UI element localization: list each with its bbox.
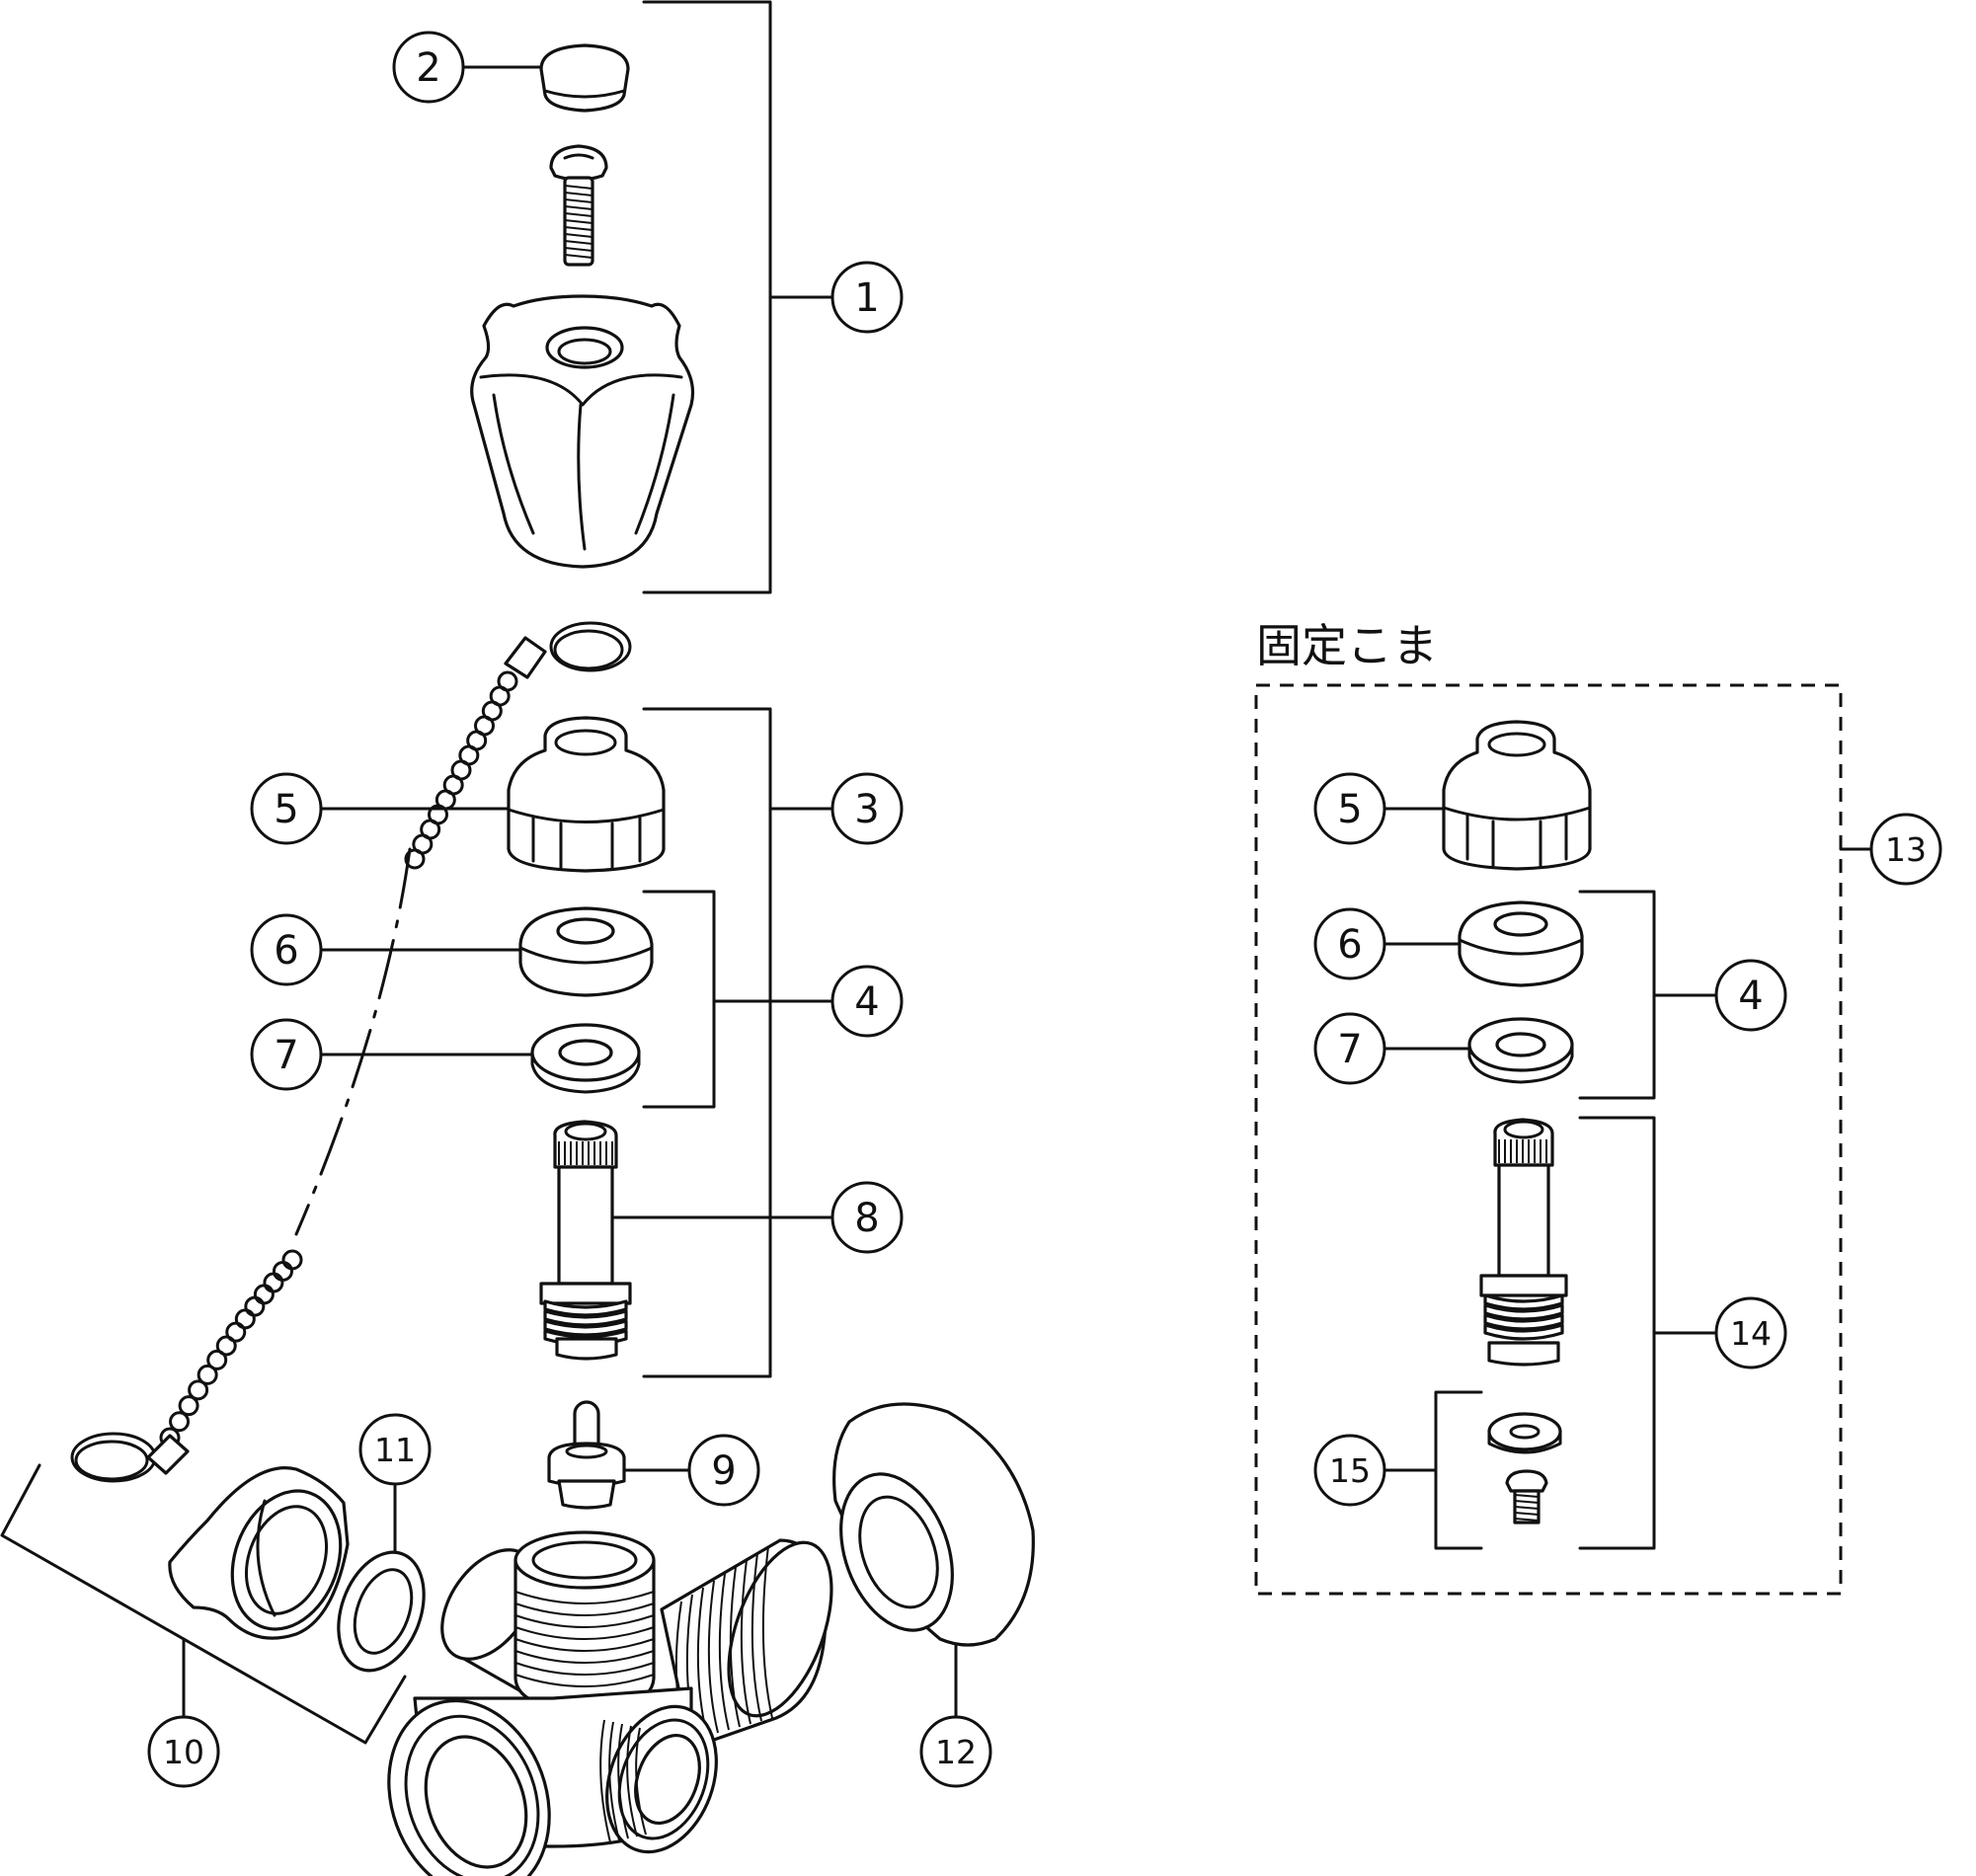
svg-text:7: 7 <box>274 1033 298 1078</box>
callout-3: 3 <box>830 772 904 845</box>
coupling-washer-part <box>337 1550 426 1673</box>
screw-part <box>549 144 608 267</box>
inset-disc-washer-part <box>1487 1412 1562 1454</box>
svg-text:8: 8 <box>854 1196 879 1241</box>
packing-washer-part <box>530 1023 641 1094</box>
callout-6: 6 <box>250 913 323 986</box>
disc-part <box>547 1400 626 1510</box>
inset-gland-part <box>1458 900 1584 987</box>
inset-callout-15: 15 <box>1313 1434 1386 1507</box>
svg-text:4: 4 <box>854 979 879 1025</box>
inset-bracket-14 <box>1578 1116 1656 1550</box>
inset-title: 固定こま <box>1256 619 1438 672</box>
svg-text:2: 2 <box>416 45 440 91</box>
svg-text:13: 13 <box>1885 830 1927 869</box>
svg-text:10: 10 <box>163 1733 204 1771</box>
svg-text:15: 15 <box>1329 1451 1371 1490</box>
callout-9: 9 <box>687 1434 760 1507</box>
escutcheon-part <box>832 1402 1035 1647</box>
callout-8: 8 <box>830 1181 904 1254</box>
bracket-4 <box>642 890 716 1109</box>
svg-text:6: 6 <box>1337 922 1362 968</box>
callout-1: 1 <box>830 261 904 334</box>
inset-callout-5: 5 <box>1313 772 1386 845</box>
svg-text:7: 7 <box>1337 1027 1362 1072</box>
inset-box <box>1254 683 1843 1596</box>
svg-text:5: 5 <box>274 787 298 832</box>
inset-callout-4: 4 <box>1714 959 1787 1032</box>
inset-bracket-4 <box>1578 890 1656 1100</box>
inset-callout-14: 14 <box>1714 1296 1787 1369</box>
callout-2: 2 <box>392 31 465 104</box>
callout-10: 10 <box>147 1715 220 1788</box>
inset-callout-7: 7 <box>1313 1012 1386 1085</box>
cap-part <box>539 43 630 113</box>
svg-text:5: 5 <box>1337 787 1362 832</box>
callout-4: 4 <box>830 965 904 1038</box>
svg-text:1: 1 <box>854 275 879 321</box>
inset-spindle-part <box>1479 1118 1568 1367</box>
callout-7: 7 <box>250 1018 323 1091</box>
callout-12: 12 <box>919 1715 992 1788</box>
valve-body-part <box>387 1530 833 1876</box>
packing-nut-part <box>507 716 666 873</box>
inset-packing-washer-part <box>1467 1017 1574 1084</box>
callout-5: 5 <box>250 772 323 845</box>
inset-bracket-15 <box>1434 1390 1483 1550</box>
handle-part <box>470 294 695 569</box>
inset-callout-6: 6 <box>1313 907 1386 980</box>
spindle-part <box>539 1120 632 1361</box>
callout-13: 13 <box>1869 813 1942 886</box>
svg-text:3: 3 <box>854 787 879 832</box>
svg-text:11: 11 <box>374 1431 416 1469</box>
gland-part <box>518 906 654 997</box>
svg-text:9: 9 <box>711 1448 736 1494</box>
chain-part <box>70 621 632 1483</box>
svg-text:14: 14 <box>1730 1314 1772 1353</box>
bracket-3 <box>642 707 772 1378</box>
callout-11: 11 <box>358 1413 432 1486</box>
svg-text:12: 12 <box>935 1733 977 1771</box>
bracket-1 <box>642 0 772 594</box>
svg-text:4: 4 <box>1738 974 1763 1019</box>
coupling-nut-part <box>168 1466 350 1640</box>
inset-packing-nut-part <box>1442 720 1592 871</box>
svg-text:6: 6 <box>274 928 298 974</box>
inset-disc-screw-part <box>1505 1469 1548 1524</box>
